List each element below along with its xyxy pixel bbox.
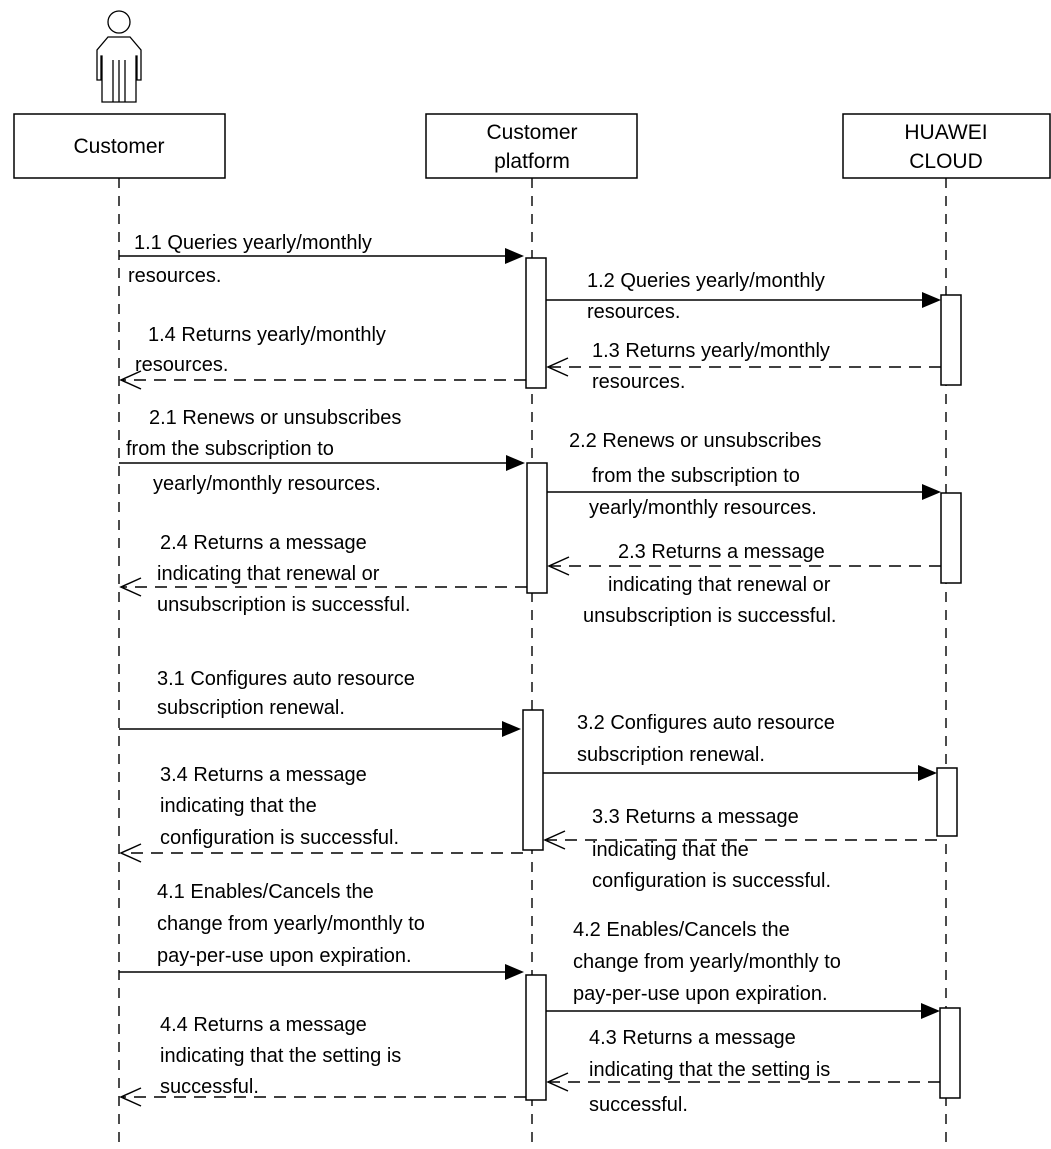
arrowhead — [119, 1087, 142, 1107]
participant-label: CLOUD — [909, 150, 983, 173]
customer-actor-icon — [96, 10, 142, 103]
message-label-3-4: configuration is successful. — [160, 827, 399, 849]
arrowhead — [918, 765, 937, 781]
message-label-4-2: 4.2 Enables/Cancels the — [573, 919, 790, 941]
message-label-2-1: from the subscription to — [126, 438, 334, 460]
message-label-2-1: 2.1 Renews or unsubscribes — [149, 407, 401, 429]
activation-bar — [522, 709, 544, 851]
activation-bar — [525, 257, 547, 389]
arrowhead — [922, 484, 941, 500]
message-label-1-4: resources. — [135, 354, 228, 376]
message-label-3-4: indicating that the — [160, 795, 317, 817]
arrowhead — [119, 370, 142, 390]
message-label-3-2: subscription renewal. — [577, 744, 765, 766]
participant-customer: Customer — [13, 113, 226, 179]
activation-bar — [936, 767, 958, 837]
message-label-1-1: 1.1 Queries yearly/monthly — [134, 232, 372, 254]
participant-customer-platform: Customer platform — [425, 113, 638, 179]
message-label-4-1: pay-per-use upon expiration. — [157, 945, 412, 967]
message-label-1-4: 1.4 Returns yearly/monthly — [148, 324, 386, 346]
message-label-1-3: resources. — [592, 371, 685, 393]
message-label-2-1: yearly/monthly resources. — [153, 473, 381, 495]
participant-label: platform — [494, 150, 570, 173]
participant-label: Customer — [73, 135, 164, 158]
message-label-4-4: successful. — [160, 1076, 259, 1098]
message-label-2-2: yearly/monthly resources. — [589, 497, 817, 519]
message-label-3-2: 3.2 Configures auto resource — [577, 712, 835, 734]
message-label-2-3: 2.3 Returns a message — [618, 541, 825, 563]
arrowhead — [506, 455, 525, 471]
arrowhead — [502, 721, 521, 737]
activation-bar — [526, 462, 548, 594]
activation-bar — [525, 974, 547, 1101]
message-label-4-4: 4.4 Returns a message — [160, 1014, 367, 1036]
message-label-4-4: indicating that the setting is — [160, 1045, 401, 1067]
arrowhead — [505, 964, 524, 980]
message-label-4-3: 4.3 Returns a message — [589, 1027, 796, 1049]
message-label-3-1: 3.1 Configures auto resource — [157, 668, 415, 690]
message-label-2-4: 2.4 Returns a message — [160, 532, 367, 554]
arrowhead — [921, 1003, 940, 1019]
participant-huawei-cloud: HUAWEI CLOUD — [842, 113, 1051, 179]
message-arrows — [119, 248, 941, 1107]
message-label-2-3: unsubscription is successful. — [583, 605, 836, 627]
message-label-4-3: successful. — [589, 1094, 688, 1116]
message-label-4-3: indicating that the setting is — [589, 1059, 830, 1081]
activation-bar — [940, 294, 962, 386]
activation-bar — [940, 492, 962, 584]
arrowhead — [505, 248, 524, 264]
message-label-4-2: pay-per-use upon expiration. — [573, 983, 828, 1005]
message-label-1-1: resources. — [128, 265, 221, 287]
message-labels: 1.1 Queries yearly/monthly resources. 1.… — [126, 232, 841, 1116]
message-label-1-3: 1.3 Returns yearly/monthly — [592, 340, 830, 362]
participant-label: Customer — [486, 121, 577, 144]
message-label-1-2: resources. — [587, 301, 680, 323]
arrowhead — [119, 843, 142, 863]
message-label-2-2: from the subscription to — [592, 465, 800, 487]
arrowhead — [546, 357, 569, 377]
message-label-2-2: 2.2 Renews or unsubscribes — [569, 430, 821, 452]
arrowhead — [543, 830, 566, 850]
message-label-4-1: change from yearly/monthly to — [157, 913, 425, 935]
message-label-3-3: 3.3 Returns a message — [592, 806, 799, 828]
participant-label: HUAWEI — [904, 121, 987, 144]
message-label-3-3: indicating that the — [592, 839, 749, 861]
message-label-1-2: 1.2 Queries yearly/monthly — [587, 270, 825, 292]
activation-bar — [939, 1007, 961, 1099]
message-label-4-1: 4.1 Enables/Cancels the — [157, 881, 374, 903]
message-label-3-4: 3.4 Returns a message — [160, 764, 367, 786]
arrowhead — [547, 556, 570, 576]
message-label-2-3: indicating that renewal or — [608, 574, 831, 596]
arrowhead — [546, 1072, 569, 1092]
message-label-2-4: indicating that renewal or — [157, 563, 380, 585]
message-label-2-4: unsubscription is successful. — [157, 594, 410, 616]
message-label-3-1: subscription renewal. — [157, 697, 345, 719]
arrowhead — [922, 292, 941, 308]
message-label-4-2: change from yearly/monthly to — [573, 951, 841, 973]
message-label-3-3: configuration is successful. — [592, 870, 831, 892]
arrowhead — [119, 577, 142, 597]
